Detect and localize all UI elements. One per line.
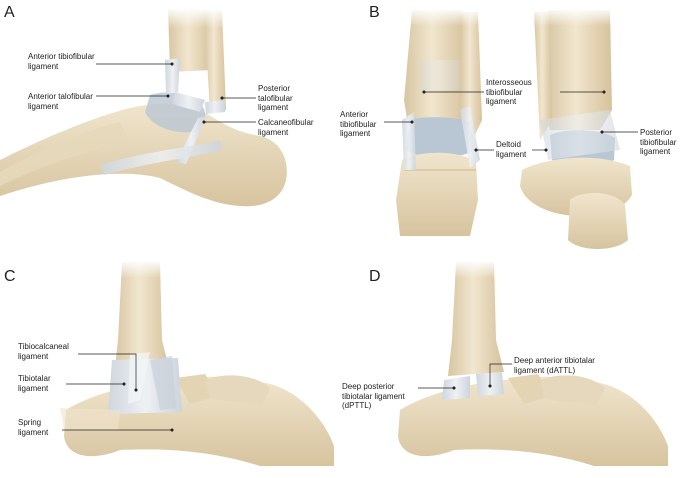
leader-tibiocalcaneal-dot (134, 388, 138, 392)
leader-interosseous-tibiofibular-post-dot (602, 90, 606, 94)
leader-anterior-tibiofibular-b-dot (410, 120, 414, 124)
label-interosseous-tibiofibular-ligament: Interosseous tibiofibular ligament (486, 78, 532, 106)
label-calcaneofibular-ligament: Calcaneofibular ligament (258, 118, 314, 137)
label-spring-ligament: Spring ligament (18, 418, 49, 437)
panel-letter-b: B (369, 4, 380, 21)
leader-tibiotalar-dot (122, 382, 126, 386)
label-deep-anterior-tibiotalar-ligament: Deep anterior tibiotalar ligament (dATTL… (514, 356, 595, 375)
panel-c-illustration (60, 260, 334, 466)
leader-deltoid-dot (474, 148, 478, 152)
panel-letter-d: D (369, 268, 381, 285)
leader-lines (62, 62, 638, 432)
label-posterior-talofibular-ligament: Posterior talofibular ligament (258, 84, 293, 112)
label-tibiocalcaneal-ligament: Tibiocalcaneal ligament (18, 342, 69, 361)
panel-a-illustration (0, 8, 287, 207)
label-anterior-talofibular-ligament: Anterior talofibular ligament (28, 92, 93, 111)
label-anterior-tibiofibular-ligament-a: Anterior tibiofibular ligament (28, 52, 95, 71)
label-deltoid-ligament: Deltoid ligament (496, 140, 527, 159)
label-anterior-tibiofibular-ligament-b: Anterior tibiofibular ligament (340, 110, 377, 138)
leader-deep-posterior-tibiotalar-dot (452, 386, 456, 390)
leader-posterior-talofibular-dot (220, 96, 224, 100)
label-deep-posterior-tibiotalar-ligament: Deep posterior tibiotalar ligament (dPTT… (342, 382, 405, 410)
leader-calcaneofibular-dot (202, 120, 206, 124)
panel-letter-a: A (4, 4, 15, 21)
leader-anterior-talofibular-dot (166, 94, 170, 98)
leader-tibiocalcaneal (78, 353, 137, 390)
label-tibiotalar-ligament: Tibiotalar ligament (18, 374, 51, 393)
leader-interosseous-tibiofibular-dot (422, 90, 426, 94)
leader-deep-anterior-tibiotalar-dot (488, 384, 492, 388)
leader-spring-dot (170, 428, 174, 432)
leader-deltoid-post-dot (544, 148, 548, 152)
leader-deep-anterior-tibiotalar (489, 363, 512, 386)
panel-d-illustration (398, 260, 668, 466)
panel-b-illustration (396, 8, 632, 249)
leader-anterior-tibiofibular-a-dot (170, 62, 174, 66)
label-posterior-tibiofibular-ligament: Posterior tibiofibular ligament (640, 128, 677, 156)
leader-posterior-tibiofibular-dot (600, 130, 604, 134)
panel-letter-c: C (4, 268, 16, 285)
